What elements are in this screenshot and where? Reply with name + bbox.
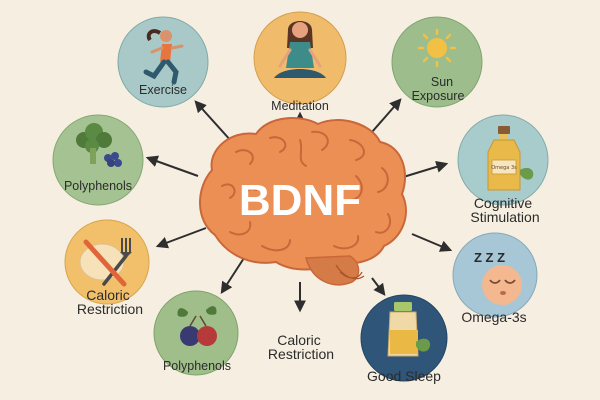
- sleep-letters: Z Z Z: [474, 250, 505, 265]
- node-label: Polyphenols: [64, 179, 132, 193]
- sleeping-face-icon: Z Z Z: [474, 250, 522, 305]
- node-good-sleep: Good Sleep: [360, 294, 448, 384]
- node-meditation: Meditation: [253, 11, 347, 113]
- node-circle: [52, 114, 144, 206]
- crossed-fork-icon: [79, 238, 132, 287]
- node-label: Meditation: [271, 99, 329, 113]
- node-polyphenols-1: Polyphenols: [52, 114, 144, 206]
- arrow-cognitive-stimulation: [399, 161, 449, 179]
- arrow-omega-3s: [411, 233, 453, 252]
- berries-icon: [177, 306, 217, 346]
- node-label: Caloric: [277, 332, 321, 348]
- arrow-exercise: [194, 100, 233, 143]
- node-caloric-restriction-1: Caloric Restriction: [64, 219, 150, 317]
- bottle-label: Omega 3s: [491, 165, 517, 171]
- sun-icon: [417, 28, 457, 68]
- arrow-caloric-restriction-1: [155, 227, 207, 249]
- meditation-icon: [274, 21, 326, 78]
- node-label: Sun: [431, 75, 453, 89]
- node-exercise: Exercise: [117, 16, 209, 108]
- node-label: Cognitive: [474, 195, 533, 211]
- node-caloric-restriction-2: Caloric Restriction: [268, 332, 334, 362]
- node-label: Polyphenols: [163, 359, 231, 373]
- node-label: Caloric: [86, 287, 130, 303]
- oil-bottle-icon: Omega 3s: [487, 126, 534, 191]
- node-label: Restriction: [268, 346, 334, 362]
- node-label: Omega-3s: [461, 309, 526, 325]
- node-label: Exposure: [412, 89, 465, 103]
- runner-icon: [143, 29, 184, 85]
- node-label: Restriction: [77, 301, 143, 317]
- node-sun-exposure: Sun Exposure: [391, 16, 483, 108]
- node-cognitive-stimulation: Omega 3s Cognitive Stimulation: [457, 114, 549, 225]
- node-label: Good Sleep: [367, 368, 441, 384]
- arrow-polyphenols-1: [145, 155, 199, 177]
- broccoli-berries-icon: [76, 123, 122, 167]
- node-polyphenols-2: Polyphenols: [153, 290, 239, 376]
- brain-icon: BDNF: [199, 117, 407, 286]
- center-label: BDNF: [239, 176, 361, 225]
- node-label: Stimulation: [470, 209, 539, 225]
- supplement-jar-icon: [387, 302, 431, 357]
- arrow-good-sleep: [371, 277, 386, 296]
- arrow-polyphenols-2: [220, 257, 245, 295]
- node-label: Exercise: [139, 83, 187, 97]
- node-omega-3s: Z Z Z Omega-3s: [452, 232, 538, 325]
